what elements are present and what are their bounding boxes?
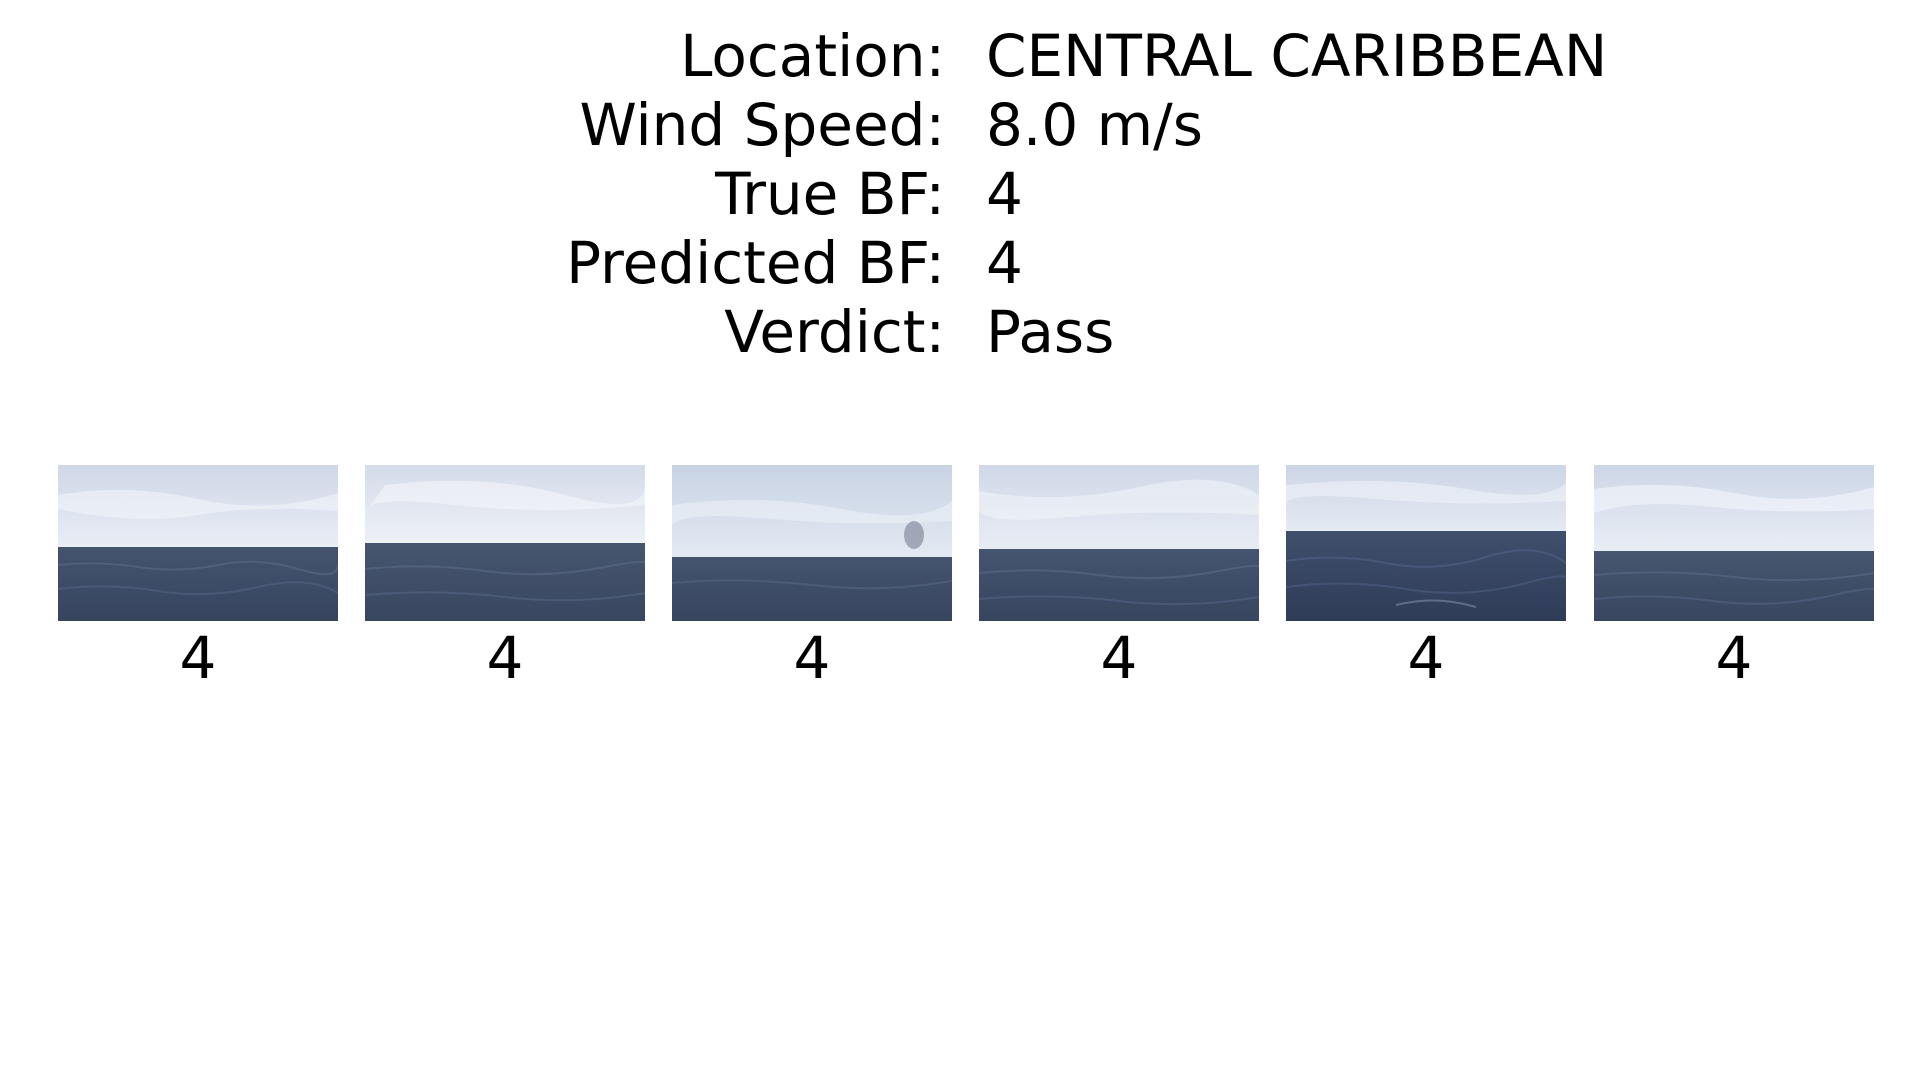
info-row-location: Location: CENTRAL CARIBBEAN	[0, 22, 1920, 91]
thumbnail-label-1: 4	[179, 624, 217, 692]
true-bf-label: True BF:	[715, 160, 945, 228]
sea-photo-6	[1594, 465, 1874, 621]
location-label: Location:	[680, 22, 945, 90]
sea-photo-5	[1286, 465, 1566, 621]
info-table: Location: CENTRAL CARIBBEAN Wind Speed: …	[0, 22, 1920, 367]
verdict-label: Verdict:	[724, 298, 945, 366]
thumbnail-label-5: 4	[1407, 624, 1445, 692]
verdict-value: Pass	[986, 298, 1115, 366]
info-row-true-bf: True BF: 4	[0, 160, 1920, 229]
sea-photo-4	[979, 465, 1259, 621]
info-row-predicted-bf: Predicted BF: 4	[0, 229, 1920, 298]
predicted-bf-label: Predicted BF:	[566, 229, 945, 297]
info-row-verdict: Verdict: Pass	[0, 298, 1920, 367]
sea-photo-2	[365, 465, 645, 621]
true-bf-value: 4	[986, 160, 1023, 228]
wind-speed-label: Wind Speed:	[579, 91, 945, 159]
sea-photo-3	[672, 465, 952, 621]
thumbnail-label-3: 4	[793, 624, 831, 692]
sea-photo-1	[58, 465, 338, 621]
thumbnail-label-2: 4	[486, 624, 524, 692]
wind-speed-value: 8.0 m/s	[986, 91, 1203, 159]
thumbnail-label-4: 4	[1100, 624, 1138, 692]
thumbnail-label-6: 4	[1715, 624, 1753, 692]
location-value: CENTRAL CARIBBEAN	[986, 22, 1608, 90]
info-row-wind-speed: Wind Speed: 8.0 m/s	[0, 91, 1920, 160]
predicted-bf-value: 4	[986, 229, 1023, 297]
